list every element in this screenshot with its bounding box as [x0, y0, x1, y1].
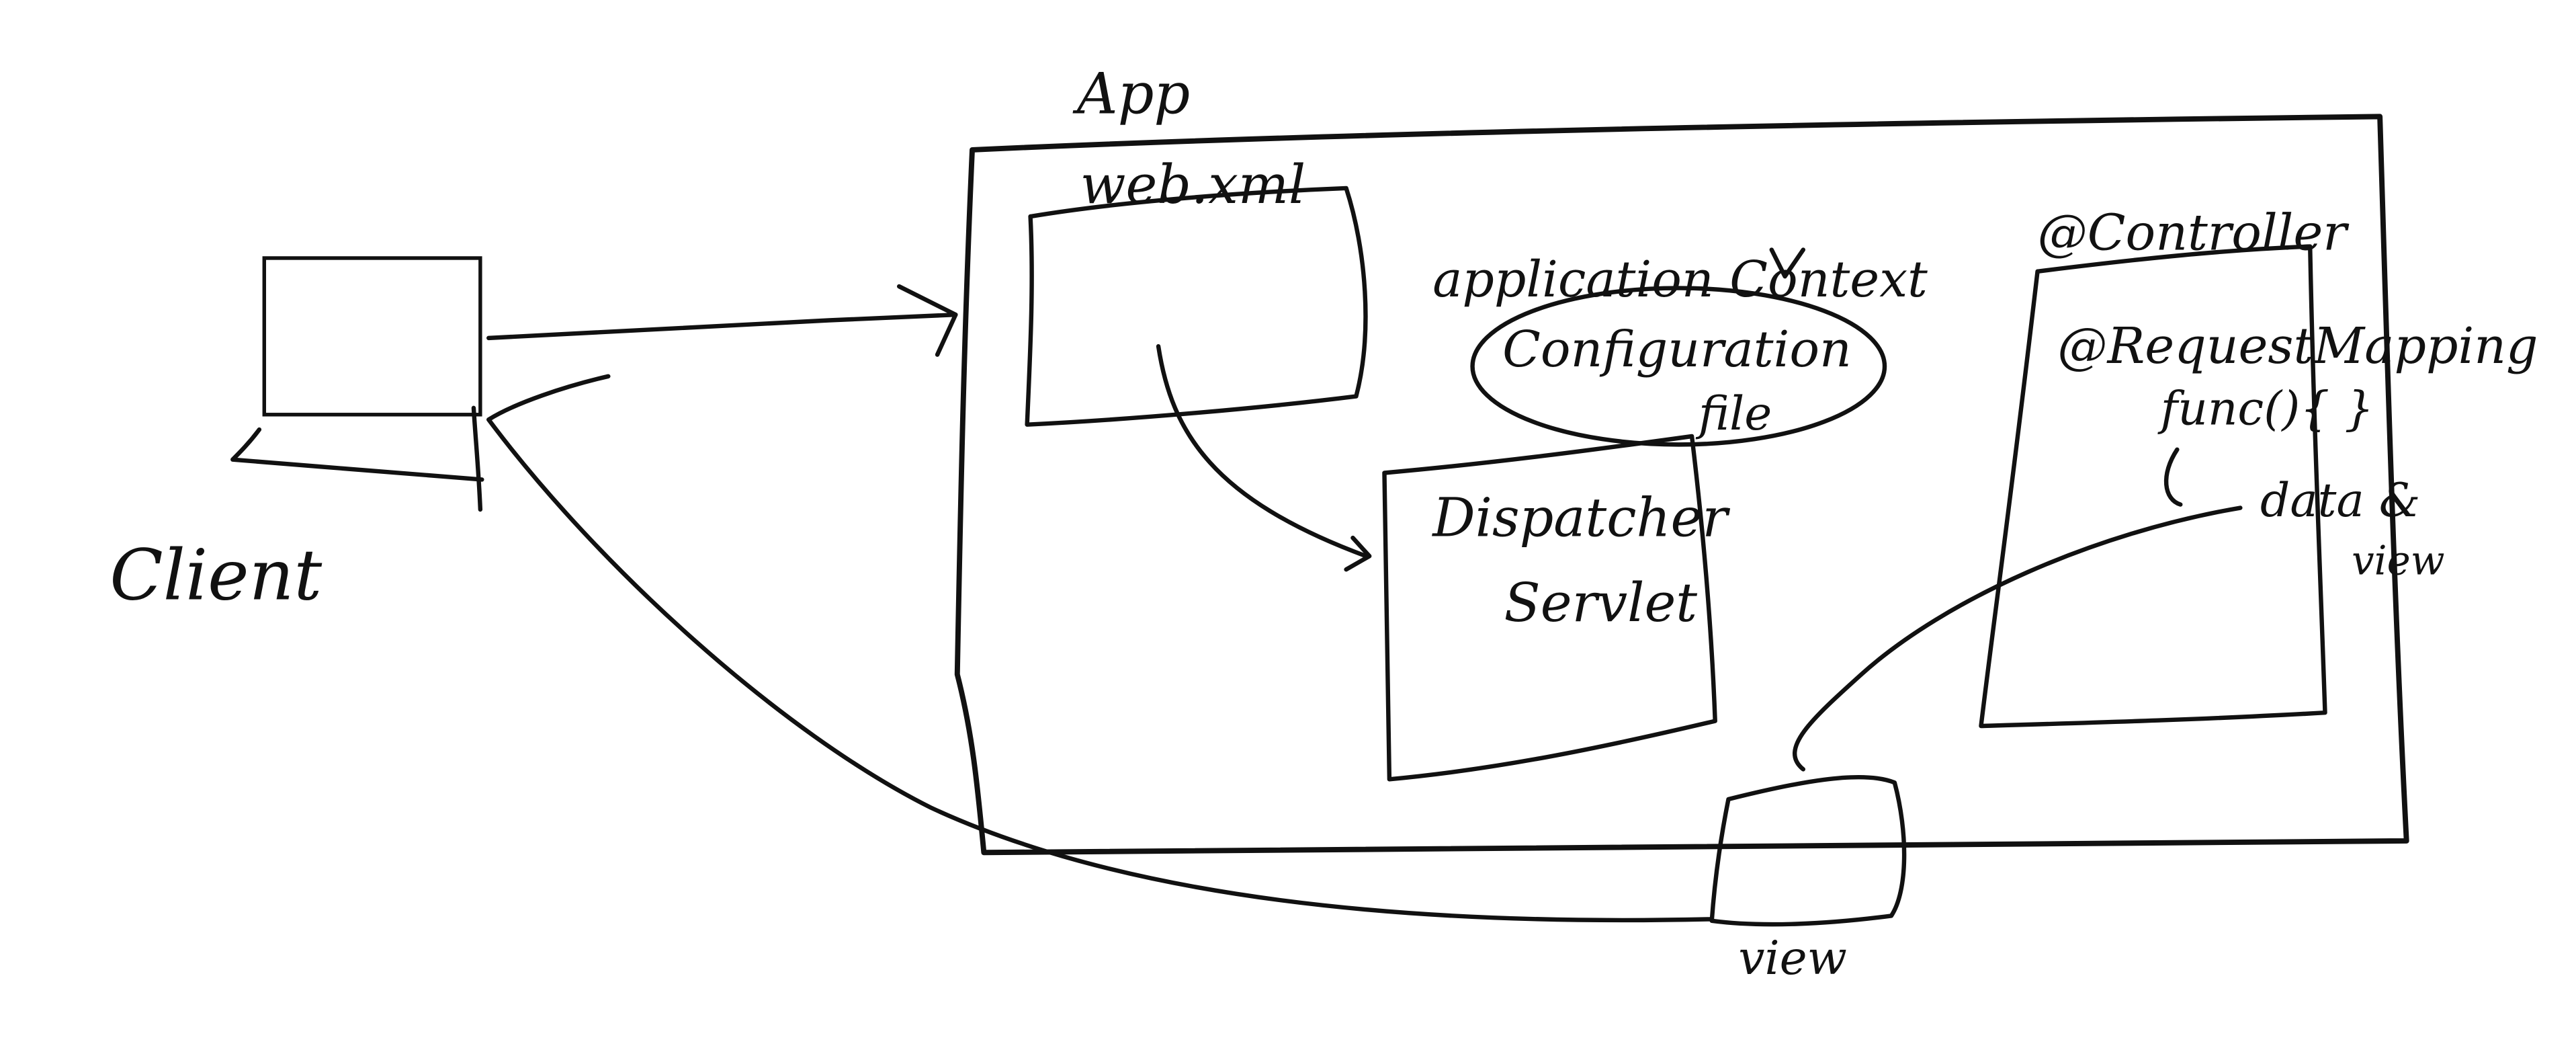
controller-box [1979, 244, 2327, 729]
configuration-file-line1: Configuration [1502, 320, 1852, 378]
app-label: App [1072, 60, 1190, 126]
app-container [954, 114, 2409, 856]
client-computer [230, 256, 484, 512]
response-line [486, 374, 1714, 923]
dispatcher-servlet-box [1382, 434, 1717, 782]
data-view-line2: view [2352, 538, 2444, 585]
client-monitor [262, 256, 482, 417]
request-arrowhead [896, 284, 958, 357]
client-label: Client [110, 535, 322, 616]
function-body-bracket [2163, 447, 2183, 507]
client-keyboard [230, 427, 484, 482]
dispatcher-servlet-line1: Dispatcher [1431, 487, 1730, 549]
webxml-to-dispatcher-arrow [1156, 344, 1369, 559]
controller-to-view-line [1793, 505, 2243, 772]
webxml-to-dispatcher-arrowhead [1344, 535, 1372, 572]
dispatcher-servlet-line2: Servlet [1504, 571, 1698, 634]
view-box [1709, 774, 1907, 927]
request-mapping-label: @RequestMapping [2057, 317, 2538, 375]
client-stand [471, 405, 483, 512]
web-xml-label: web.xml [1080, 153, 1305, 216]
configuration-file-ellipse [1470, 286, 1887, 447]
controller-label: @Controller [2038, 204, 2350, 262]
data-view-line1: data & [2260, 474, 2420, 528]
application-context-label: application Context [1432, 250, 1928, 309]
view-label: view [1738, 932, 1847, 985]
application-context-pointer [1769, 247, 1806, 279]
function-label: func(){ } [2157, 382, 2374, 436]
configuration-file-line2: file [1695, 387, 1772, 441]
request-arrow [486, 312, 958, 341]
web-xml-box [1025, 186, 1368, 427]
